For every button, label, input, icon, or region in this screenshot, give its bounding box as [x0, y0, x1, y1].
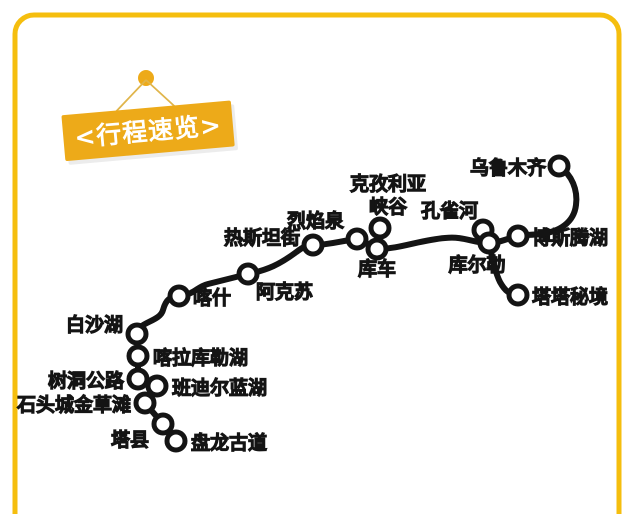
station-node-ban-di-er-lan-hu[interactable] [145, 374, 169, 398]
station-node-ka-la-ku-le-hu[interactable] [126, 344, 150, 368]
station-node-ke-zi-li-ya[interactable] [368, 216, 392, 240]
station-node-bai-sha-hu[interactable] [125, 322, 149, 346]
station-label-a-ke-su: 阿克苏 [256, 280, 313, 303]
knob-icon [138, 70, 154, 86]
banner-plate [61, 100, 235, 161]
station-labels: 盘龙古道 塔县 石头城金草滩 班迪尔蓝湖 树洞公路 喀拉库勒湖 白沙湖 喀什 阿克苏 热斯坦街烈焰… [15, 156, 608, 455]
station-node-pan-long-gu-dao[interactable] [164, 429, 188, 453]
station-node-ku-che[interactable] [365, 237, 389, 261]
station-node-re-si-tan-jie[interactable] [301, 233, 325, 257]
station-label-kong-que-he: 孔雀河 [421, 200, 478, 222]
station-label-lie-yan-quan: 烈焰泉 [287, 209, 345, 232]
station-node-a-ke-su[interactable] [236, 262, 260, 286]
station-node-ku-er-le[interactable] [477, 231, 501, 255]
station-node-ta-xian[interactable] [151, 412, 175, 436]
station-label-ta-xian: 塔县 [111, 428, 149, 451]
station-node-lie-yan-quan[interactable] [345, 227, 369, 251]
station-label-ku-che: 库车 [358, 257, 396, 280]
station-label-ku-er-le: 库尔勒 [448, 253, 505, 276]
station-label-shu-dong-gong-lu: 树洞公路 [48, 369, 125, 392]
station-label-ka-la-ku-le-hu: 喀拉库勒湖 [153, 346, 248, 369]
station-label-ban-di-er-lan-hu: 班迪尔蓝湖 [172, 376, 267, 399]
decorative-frame [12, 12, 622, 514]
station-node-ka-shi[interactable] [167, 284, 191, 308]
station-label-wu-lu-mu-qi: 乌鲁木齐 [470, 156, 547, 179]
station-node-shi-tou-cheng[interactable] [133, 391, 157, 415]
title-banner: <行程速览> [61, 70, 238, 165]
station-nodes [125, 154, 571, 453]
station-label-shi-tou-cheng: 石头城金草滩 [16, 393, 131, 416]
route-segment-main [134, 233, 521, 444]
station-node-shu-dong-gong-lu[interactable] [126, 367, 150, 391]
station-node-wu-lu-mu-qi[interactable] [547, 154, 571, 178]
station-label-ke-zi-li-ya-2: 峡谷 [369, 195, 408, 218]
station-node-bo-si-teng-hu[interactable] [506, 224, 530, 248]
station-label-pan-long-gu-dao: 盘龙古道 [191, 431, 267, 454]
station-label-ke-zi-li-ya: 克孜利亚 [350, 172, 426, 195]
station-label-ka-shi: 喀什 [193, 286, 231, 309]
station-label-re-si-tan-jie: 热斯坦街 [224, 226, 300, 249]
station-node-ta-ta-mi-jing[interactable] [506, 283, 530, 307]
station-label-ta-ta-mi-jing: 塔塔秘境 [532, 285, 608, 308]
station-label-bai-sha-hu: 白沙湖 [66, 313, 123, 336]
station-label-bo-si-teng-hu: 博斯腾湖 [532, 226, 608, 249]
